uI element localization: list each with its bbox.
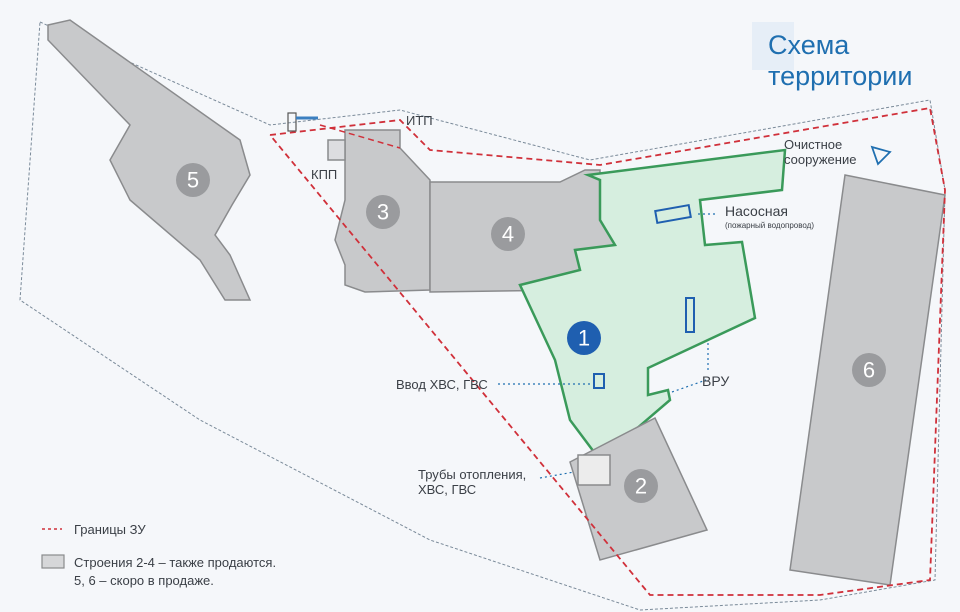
legend-building-swatch bbox=[41, 554, 65, 569]
building-number-4: 4 bbox=[502, 222, 514, 247]
title-line-1: Схема bbox=[768, 30, 850, 60]
label-treatment-1: Очистное bbox=[784, 137, 843, 152]
legend-boundary-label: Границы ЗУ bbox=[74, 522, 146, 537]
pump-marker bbox=[654, 203, 692, 225]
label-kpp: КПП bbox=[311, 167, 338, 182]
building-1[interactable] bbox=[518, 148, 787, 462]
building-number-3: 3 bbox=[377, 200, 389, 225]
map-title: Схема территории bbox=[768, 30, 912, 92]
vru-arrow bbox=[671, 379, 707, 393]
label-treatment-2: сооружение bbox=[784, 152, 857, 167]
title-line-2: территории bbox=[768, 61, 913, 91]
legend-buildings-1: Строения 2-4 – также продаются. bbox=[74, 555, 277, 570]
land-boundary-inner bbox=[319, 124, 401, 149]
building-2-annex bbox=[577, 454, 611, 486]
land-boundary bbox=[269, 106, 946, 596]
legend-buildings-label: Строения 2-4 – также продаются. 5, 6 – с… bbox=[74, 554, 276, 590]
pipes-arrow bbox=[539, 471, 575, 479]
kpp-barrier-icon bbox=[287, 112, 297, 132]
legend-buildings-2: 5, 6 – скоро в продаже. bbox=[74, 573, 214, 588]
label-treatment: Очистное сооружение bbox=[784, 137, 856, 167]
kpp-building bbox=[327, 139, 346, 161]
label-vru: ВРУ bbox=[702, 373, 730, 389]
site-outline bbox=[19, 21, 946, 611]
building-number-6: 6 bbox=[863, 358, 875, 383]
building-number-1: 1 bbox=[578, 326, 590, 351]
label-water-input: Ввод ХВС, ГВС bbox=[396, 377, 488, 392]
treatment-icon bbox=[870, 145, 892, 166]
title-decoration bbox=[752, 22, 794, 70]
label-pump: Насосная bbox=[725, 203, 788, 219]
building-5[interactable] bbox=[47, 19, 252, 301]
label-pipes: Трубы отопления, ХВС, ГВС bbox=[418, 467, 526, 497]
label-pipes-2: ХВС, ГВС bbox=[418, 482, 477, 497]
label-itp: ИТП bbox=[406, 113, 433, 128]
vru-marker bbox=[685, 297, 695, 333]
building-number-2: 2 bbox=[635, 474, 647, 499]
water-input-marker bbox=[593, 373, 605, 389]
label-pump-note: (пожарный водопровод) bbox=[725, 221, 815, 230]
label-pipes-1: Трубы отопления, bbox=[418, 467, 527, 482]
building-badges: 5 3 4 1 2 6 bbox=[176, 163, 886, 503]
building-number-5: 5 bbox=[187, 168, 199, 193]
